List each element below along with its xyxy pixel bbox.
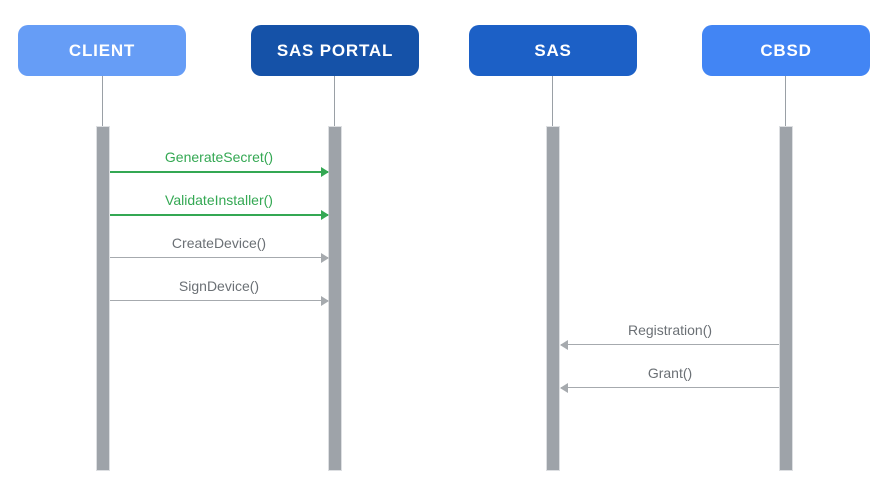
lifeline-stem-client <box>102 76 103 126</box>
message-arrow-left-icon <box>561 387 779 388</box>
message-generate-secret: GenerateSecret() <box>110 149 328 173</box>
message-grant: Grant() <box>561 365 779 388</box>
message-arrow-right-icon <box>110 257 328 258</box>
actor-label-sas: SAS <box>534 40 572 60</box>
activation-bar-sas <box>546 126 560 471</box>
activation-bar-sas-portal <box>328 126 342 471</box>
message-label: ValidateInstaller() <box>165 192 273 208</box>
activation-bar-cbsd <box>779 126 793 471</box>
message-arrow-right-icon <box>110 300 328 301</box>
message-registration: Registration() <box>561 322 779 345</box>
activation-bar-client <box>96 126 110 471</box>
actor-label-sas-portal: SAS PORTAL <box>276 40 394 60</box>
lifeline-stem-cbsd <box>785 76 786 126</box>
actor-box-sas-portal: SAS PORTAL <box>251 25 419 76</box>
message-label: SignDevice() <box>178 278 260 294</box>
message-arrow-right-icon <box>110 171 328 173</box>
actor-label-cbsd: CBSD <box>760 40 812 60</box>
message-sign-device: SignDevice() <box>110 278 328 301</box>
message-validate-installer: ValidateInstaller() <box>110 192 328 216</box>
message-arrow-left-icon <box>561 344 779 345</box>
message-label: Registration() <box>627 322 713 338</box>
actor-box-sas: SAS <box>469 25 637 76</box>
message-label: GenerateSecret() <box>164 149 274 165</box>
actor-box-client: CLIENT <box>18 25 186 76</box>
lifeline-stem-sas <box>552 76 553 126</box>
lifeline-stem-sas-portal <box>334 76 335 126</box>
message-create-device: CreateDevice() <box>110 235 328 258</box>
message-arrow-right-icon <box>110 214 328 216</box>
actor-label-client: CLIENT <box>68 40 136 60</box>
actor-box-cbsd: CBSD <box>702 25 870 76</box>
message-label: Grant() <box>647 365 693 381</box>
message-label: CreateDevice() <box>171 235 267 251</box>
